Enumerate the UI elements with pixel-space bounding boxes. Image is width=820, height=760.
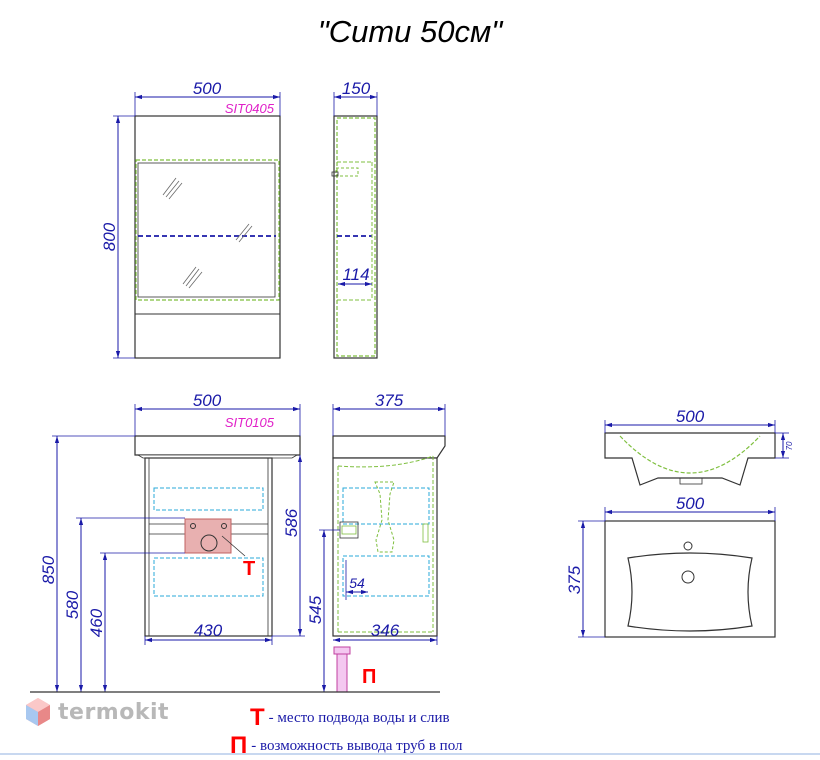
legend-t-symbol: Т	[250, 704, 265, 731]
offset-54-label: 54	[349, 575, 365, 591]
svg-text:500: 500	[193, 391, 222, 410]
marker-p: П	[362, 666, 376, 688]
legend-p: П- возможность вывода труб в пол	[230, 732, 463, 760]
termokit-logo: termokit	[24, 696, 169, 728]
svg-text:346: 346	[371, 621, 400, 640]
svg-text:800: 800	[100, 222, 119, 251]
dim-vanity-width: 500 SIT0105	[134, 391, 301, 436]
svg-text:500: 500	[676, 407, 705, 426]
dim-vanity-depth: 375 346 545	[306, 391, 446, 692]
vanity-code: SIT0105	[225, 415, 275, 430]
dim-vanity-heights: 850 580 460 586	[39, 435, 305, 692]
basin-top-view	[604, 520, 776, 638]
svg-text:70: 70	[785, 441, 794, 450]
glass-hatch-marks	[162, 177, 253, 289]
mirror-code: SIT0405	[225, 101, 275, 116]
svg-text:500: 500	[676, 494, 705, 513]
vanity-side-view: 54	[332, 435, 446, 637]
svg-text:500: 500	[193, 79, 222, 98]
svg-text:586: 586	[282, 508, 301, 537]
basin-side-view	[604, 432, 776, 486]
floor-pipe: П	[333, 646, 376, 693]
dim-vanity-inner-width: 430	[144, 621, 273, 645]
svg-text:460: 460	[87, 608, 106, 637]
svg-text:580: 580	[63, 590, 82, 619]
svg-text:150: 150	[342, 79, 371, 98]
drawing-title: "Сити 50см"	[317, 14, 503, 49]
svg-text:430: 430	[194, 621, 223, 640]
dim-mirror-height: 800	[100, 115, 135, 359]
legend-p-text: - возможность вывода труб в пол	[251, 738, 463, 754]
dim-basin-side: 500 70	[604, 407, 794, 459]
dim-mirror-depth: 150 114	[333, 79, 378, 287]
svg-text:375: 375	[565, 565, 584, 594]
svg-text:375: 375	[375, 391, 404, 410]
vanity-front-view: Т	[134, 435, 301, 637]
mirror-front-view	[134, 115, 281, 359]
svg-text:850: 850	[39, 555, 58, 584]
logo-cube-icon	[26, 698, 50, 726]
dim-basin-top: 500 375	[565, 494, 776, 638]
bottom-divider	[0, 753, 820, 755]
svg-text:545: 545	[306, 595, 325, 624]
legend-t: Т- место подвода воды и слив	[250, 704, 450, 732]
legend-p-symbol: П	[230, 732, 248, 759]
shelf-depth-label: 114	[342, 265, 369, 284]
logo-text: termokit	[58, 699, 170, 725]
dim-mirror-width: 500 SIT0405	[134, 79, 281, 116]
legend-t-text: - место подвода воды и слив	[268, 710, 450, 726]
marker-t: Т	[243, 558, 255, 580]
mirror-side-view	[331, 115, 378, 359]
